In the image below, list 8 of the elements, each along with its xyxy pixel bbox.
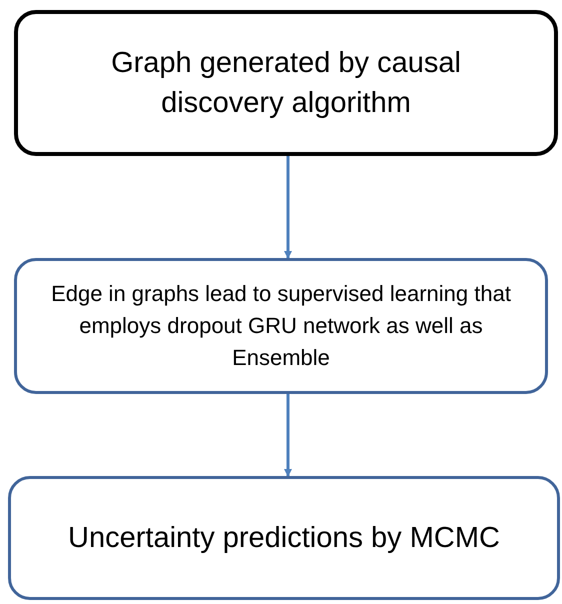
box-text: Graph generated by causal discovery algorithm bbox=[110, 46, 462, 121]
process-box bbox=[14, 10, 558, 156]
arrow bbox=[284, 394, 292, 477]
process-box bbox=[8, 476, 560, 600]
box-text: Edge in graphs lead to supervised learning that employs dropout GRU network as well as Ensemble bbox=[50, 280, 512, 372]
arrow bbox=[284, 156, 292, 259]
process-box bbox=[14, 258, 548, 394]
box-text: Uncertainty predictions by MCMC bbox=[67, 521, 501, 556]
